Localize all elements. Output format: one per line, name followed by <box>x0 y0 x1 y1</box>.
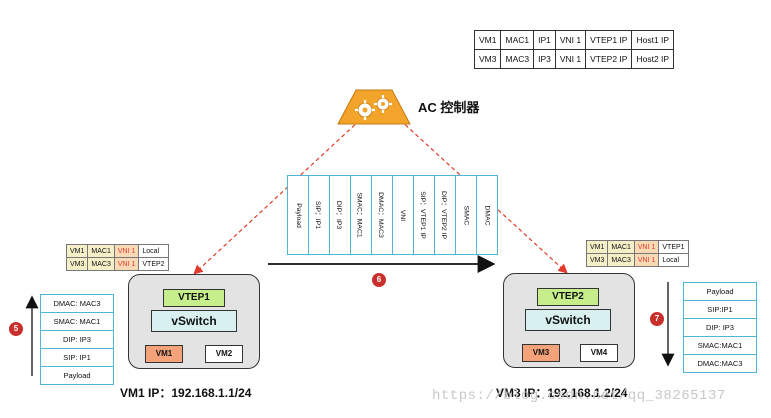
vtep1-box: VTEP1 <box>163 289 225 307</box>
vswitch-box: vSwitch <box>525 309 611 331</box>
host1-lookup-table: VM1 MAC1 VNI 1 Local VM3 MAC3 VNI 1 VTEP… <box>65 244 169 271</box>
header-field: Payload <box>40 367 114 385</box>
header-field: DIP: IP3 <box>40 331 114 349</box>
packet-field: VNI <box>393 175 414 255</box>
controller-to-host1-line <box>193 119 361 275</box>
vxlan-packet: Payload SIP：IP1 DIP：IP3 SMAC：MAC1 DMAC：M… <box>287 175 498 255</box>
table-row: VM1 MAC1 VNI 1 VTEP1 <box>585 240 689 254</box>
packet-field: Payload <box>287 175 309 255</box>
vswitch-box: vSwitch <box>151 310 237 332</box>
vm1-box: VM1 <box>145 345 183 363</box>
packet-field: DIP：VTEP2 IP <box>435 175 456 255</box>
table-row: VM1 MAC1 IP1 VNI 1 VTEP1 IP Host1 IP <box>473 30 675 50</box>
table-row: VM3 MAC3 IP3 VNI 1 VTEP2 IP Host2 IP <box>473 49 675 69</box>
controller-label: AC 控制器 <box>418 100 480 115</box>
table-row: VM3 MAC3 VNI 1 Local <box>585 253 689 267</box>
packet-field: DMAC：MAC3 <box>372 175 393 255</box>
packet-field: SIP：VTEP1 IP <box>414 175 435 255</box>
header-field: SIP:IP1 <box>683 301 757 319</box>
vm3-box: VM3 <box>522 344 560 362</box>
host1-header-stack: DMAC: MAC3 SMAC: MAC1 DIP: IP3 SIP: IP1 … <box>40 294 114 385</box>
header-field: Payload <box>683 282 757 301</box>
vm-mapping-table: VM1 MAC1 IP1 VNI 1 VTEP1 IP Host1 IP VM3… <box>473 30 675 69</box>
step-badge-5: 5 <box>9 322 23 336</box>
gears-icon <box>337 89 411 125</box>
header-field: SMAC: MAC1 <box>40 313 114 331</box>
packet-field: SMAC：MAC1 <box>351 175 372 255</box>
header-field: DIP: IP3 <box>683 319 757 337</box>
packet-field: SMAC <box>456 175 477 255</box>
table-row: VM3 MAC3 VNI 1 VTEP2 <box>65 257 169 271</box>
host1-ip-label: VM1 IP：192.168.1.1/24 <box>120 386 252 400</box>
step-badge-6: 6 <box>372 273 386 287</box>
step-badge-7: 7 <box>650 312 664 326</box>
header-field: DMAC:MAC3 <box>683 355 757 373</box>
header-field: SIP: IP1 <box>40 349 114 367</box>
host2-ip-label: VM3 IP：192.168.1.2/24 <box>496 386 628 400</box>
header-field: DMAC: MAC3 <box>40 294 114 313</box>
header-field: SMAC:MAC1 <box>683 337 757 355</box>
vtep2-box: VTEP2 <box>537 288 599 306</box>
packet-field: DIP：IP3 <box>330 175 351 255</box>
vm4-box: VM4 <box>580 344 618 362</box>
host2-server: VTEP2 vSwitch VM3 VM4 <box>503 273 635 368</box>
table-row: VM1 MAC1 VNI 1 Local <box>65 244 169 258</box>
host2-header-stack: Payload SIP:IP1 DIP: IP3 SMAC:MAC1 DMAC:… <box>683 282 757 373</box>
packet-field: SIP：IP1 <box>309 175 330 255</box>
host2-lookup-table: VM1 MAC1 VNI 1 VTEP1 VM3 MAC3 VNI 1 Loca… <box>585 240 689 267</box>
host1-server: VTEP1 vSwitch VM1 VM2 <box>128 274 260 369</box>
packet-field: DMAC <box>477 175 498 255</box>
vm2-box: VM2 <box>205 345 243 363</box>
watermark: https://blog.csdn.net/qq_38265137 <box>432 388 726 404</box>
